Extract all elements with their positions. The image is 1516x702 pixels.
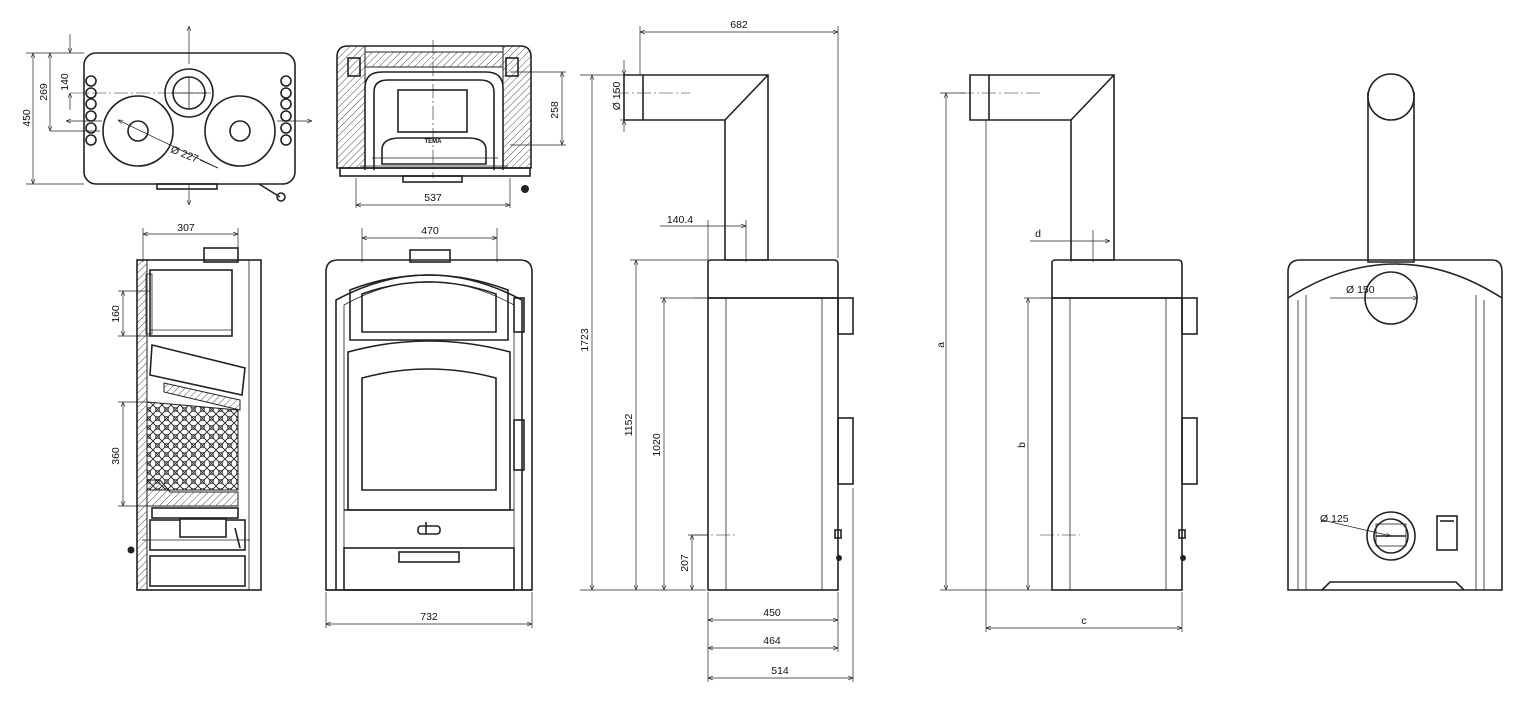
dim-dia-125: Ø 125 <box>1320 513 1349 525</box>
dim-140-4: 140.4 <box>667 214 693 226</box>
dim-269: 269 <box>38 83 50 101</box>
flue-pipe-top <box>1367 73 1415 121</box>
top-section-view: TEMA 537 258 <box>336 40 566 208</box>
dim-307: 307 <box>177 222 195 234</box>
dim-160: 160 <box>110 305 122 323</box>
dim-140: 140 <box>59 73 71 91</box>
front-view: 470 732 <box>325 225 533 628</box>
side-view-generic: a b c d <box>935 74 1198 632</box>
left-hotplate <box>102 95 174 167</box>
dim-732: 732 <box>420 611 438 623</box>
dim-682: 682 <box>730 19 748 31</box>
rating-plate <box>1436 515 1458 551</box>
dim-d: d <box>1035 228 1041 240</box>
right-hotplate <box>204 95 276 167</box>
dim-1020: 1020 <box>651 433 663 457</box>
dim-1152: 1152 <box>623 414 635 437</box>
dim-450: 450 <box>21 109 33 127</box>
dim-537: 537 <box>424 192 442 204</box>
brand-plate: TEMA <box>425 139 443 145</box>
dim-207: 207 <box>679 554 691 572</box>
dim-360: 360 <box>110 447 122 465</box>
dim-464: 464 <box>763 635 781 647</box>
dim-514: 514 <box>771 665 789 677</box>
dim-dia-150-back: Ø 150 <box>1346 284 1375 296</box>
cutaway-view: 307 160 360 <box>110 222 262 591</box>
dim-c: c <box>1081 615 1086 627</box>
dim-450-side: 450 <box>763 607 781 619</box>
dim-470: 470 <box>421 225 439 237</box>
back-view: Ø 150 Ø 125 <box>1287 73 1503 591</box>
dim-a: a <box>935 342 947 348</box>
dim-1723: 1723 <box>579 328 591 352</box>
dim-dia-150-flue: Ø 150 <box>611 82 623 111</box>
right-knob-column <box>280 75 292 146</box>
side-view-flue: 682 Ø 150 1723 1152 1020 207 140.4 450 4… <box>579 19 854 682</box>
top-view: 140 269 450 Ø 227 <box>21 26 312 205</box>
dim-b: b <box>1016 442 1028 448</box>
left-knob-column <box>85 75 97 146</box>
air-inlet <box>1366 511 1416 561</box>
dim-258: 258 <box>549 101 561 119</box>
dim-dia-227: Ø 227 <box>169 144 200 166</box>
